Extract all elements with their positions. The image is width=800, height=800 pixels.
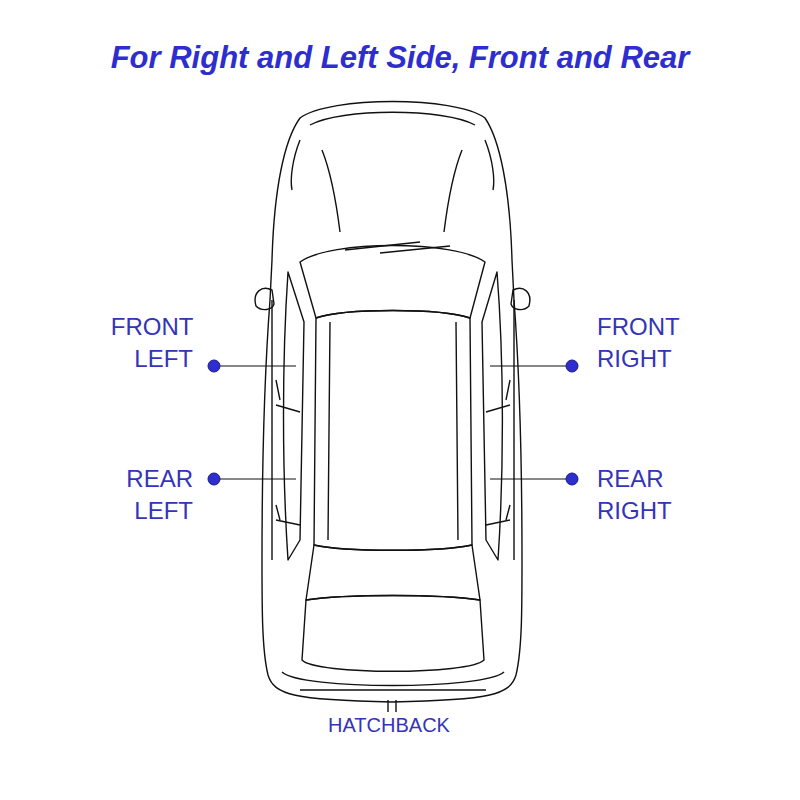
hood-crease [322, 150, 462, 232]
leader-line [220, 365, 296, 366]
marker-dot [208, 360, 220, 372]
car-body [262, 102, 522, 703]
position-label: FRONT LEFT [111, 311, 193, 375]
roof [314, 311, 472, 551]
position-label: REAR RIGHT [597, 463, 672, 527]
leader-line [490, 478, 566, 479]
side-window [482, 272, 502, 560]
door-handle [276, 380, 510, 520]
roof-line [328, 322, 458, 540]
position-label: REAR LEFT [126, 463, 193, 527]
rear-window [306, 545, 480, 600]
position-label: FRONT RIGHT [597, 311, 679, 375]
hatch-handle [388, 700, 396, 712]
leader-line [490, 365, 566, 366]
mirror [511, 288, 530, 309]
hood-line [310, 112, 475, 125]
bumper [282, 672, 504, 690]
mirror [255, 288, 274, 309]
leader-line [220, 478, 296, 479]
side-window [284, 272, 305, 560]
marker-dot [566, 473, 578, 485]
body-type-label: HATCHBACK [328, 714, 450, 737]
marker-dot [208, 473, 220, 485]
hood-crease [291, 140, 493, 190]
door-line [272, 300, 514, 560]
hatch [302, 596, 484, 672]
windshield [300, 246, 485, 319]
wiper [345, 242, 450, 253]
marker-dot [566, 360, 578, 372]
title-text: For Right and Left Side, Front and Rear [0, 40, 800, 76]
